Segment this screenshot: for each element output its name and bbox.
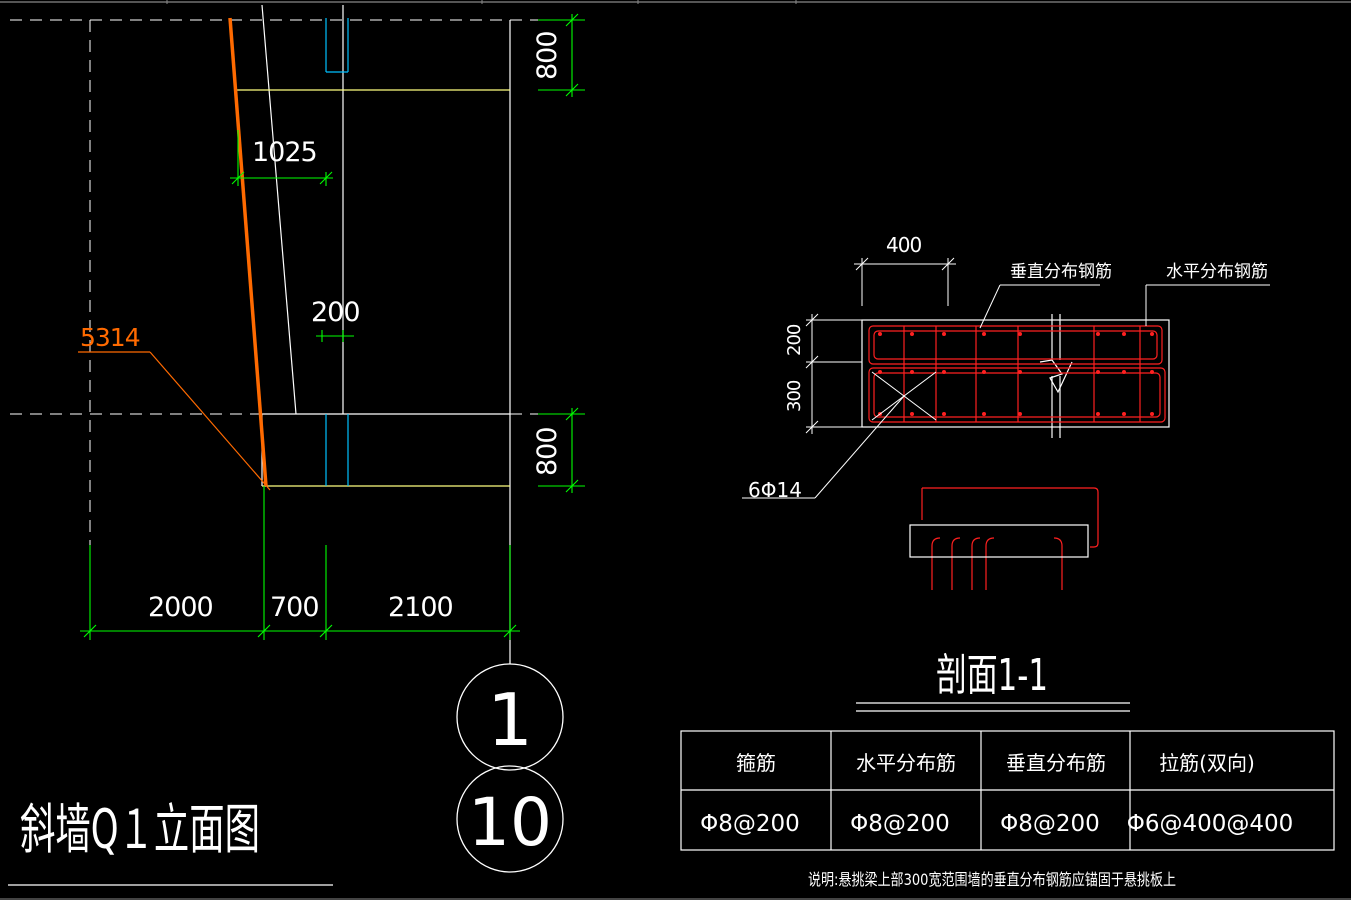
table-note: 说明:悬挑梁上部300宽范围墙的垂直分布钢筋应锚固于悬挑板上 xyxy=(808,870,1176,889)
break-line xyxy=(1039,314,1073,438)
section-view: 400 200 300 垂直分布钢筋 水平分布钢筋 6Φ14 剖面1-1 xyxy=(742,233,1270,712)
beam-yellow-lines xyxy=(236,89,510,487)
section-rebar-dots xyxy=(878,332,1154,416)
dim-seg-mid: 700 xyxy=(270,592,319,623)
wall-outline xyxy=(261,4,511,660)
label-vertical-rebar: 垂直分布钢筋 xyxy=(1010,262,1112,282)
top-border-strip xyxy=(0,0,1351,4)
table-header-horizontal: 水平分布筋 xyxy=(856,751,956,775)
table-value-tie: Φ6@400@400 xyxy=(1127,811,1294,837)
slant-wall-orange xyxy=(228,17,268,487)
dim-offset: 1025 xyxy=(252,137,317,168)
dimension-lines-green xyxy=(80,13,585,640)
elevation-view: 5314 xyxy=(8,4,585,886)
table-header-stirrup: 箍筋 xyxy=(736,751,776,775)
table-header-vertical: 垂直分布筋 xyxy=(1006,751,1106,775)
dim-seg-left: 2000 xyxy=(148,592,213,623)
label-horizontal-rebar: 水平分布钢筋 xyxy=(1166,262,1268,282)
stirrup-detail xyxy=(921,487,1099,590)
table-value-vertical: Φ8@200 xyxy=(1000,811,1100,837)
detail-bubble xyxy=(456,660,564,873)
dim-top-height: 800 xyxy=(532,31,563,80)
section-rebars xyxy=(868,325,1166,423)
slant-length-leader xyxy=(78,351,271,491)
elevation-title: 斜墙Q１立面图 xyxy=(20,798,260,861)
section-dim-width: 400 xyxy=(886,233,921,257)
section-title: 剖面1-1 xyxy=(936,650,1048,701)
section-dim-h1: 200 xyxy=(784,324,805,356)
slant-length-label: 5314 xyxy=(80,323,140,352)
section-leaders xyxy=(742,284,1270,499)
cyan-openings xyxy=(325,18,349,486)
stirrup-beam-outline xyxy=(909,524,1089,558)
section-dim-h2: 300 xyxy=(784,380,805,412)
dim-bottom-height: 800 xyxy=(532,427,563,476)
table-header-tie: 拉筋(双向) xyxy=(1159,751,1255,775)
section-dimensions xyxy=(805,257,956,434)
label-main-bars: 6Φ14 xyxy=(748,478,802,502)
table-value-stirrup: Φ8@200 xyxy=(700,811,800,837)
dim-seg-right: 2100 xyxy=(388,592,453,623)
detail-bubble-top: 1 xyxy=(487,678,533,762)
rebar-table: 箍筋 水平分布筋 垂直分布筋 拉筋(双向) Φ8@200 Φ8@200 Φ8@2… xyxy=(680,730,1335,889)
dim-wall-thickness: 200 xyxy=(311,297,360,328)
table-value-horizontal: Φ8@200 xyxy=(850,811,950,837)
detail-bubble-bottom: 10 xyxy=(468,784,552,861)
section-outline xyxy=(861,319,1170,428)
